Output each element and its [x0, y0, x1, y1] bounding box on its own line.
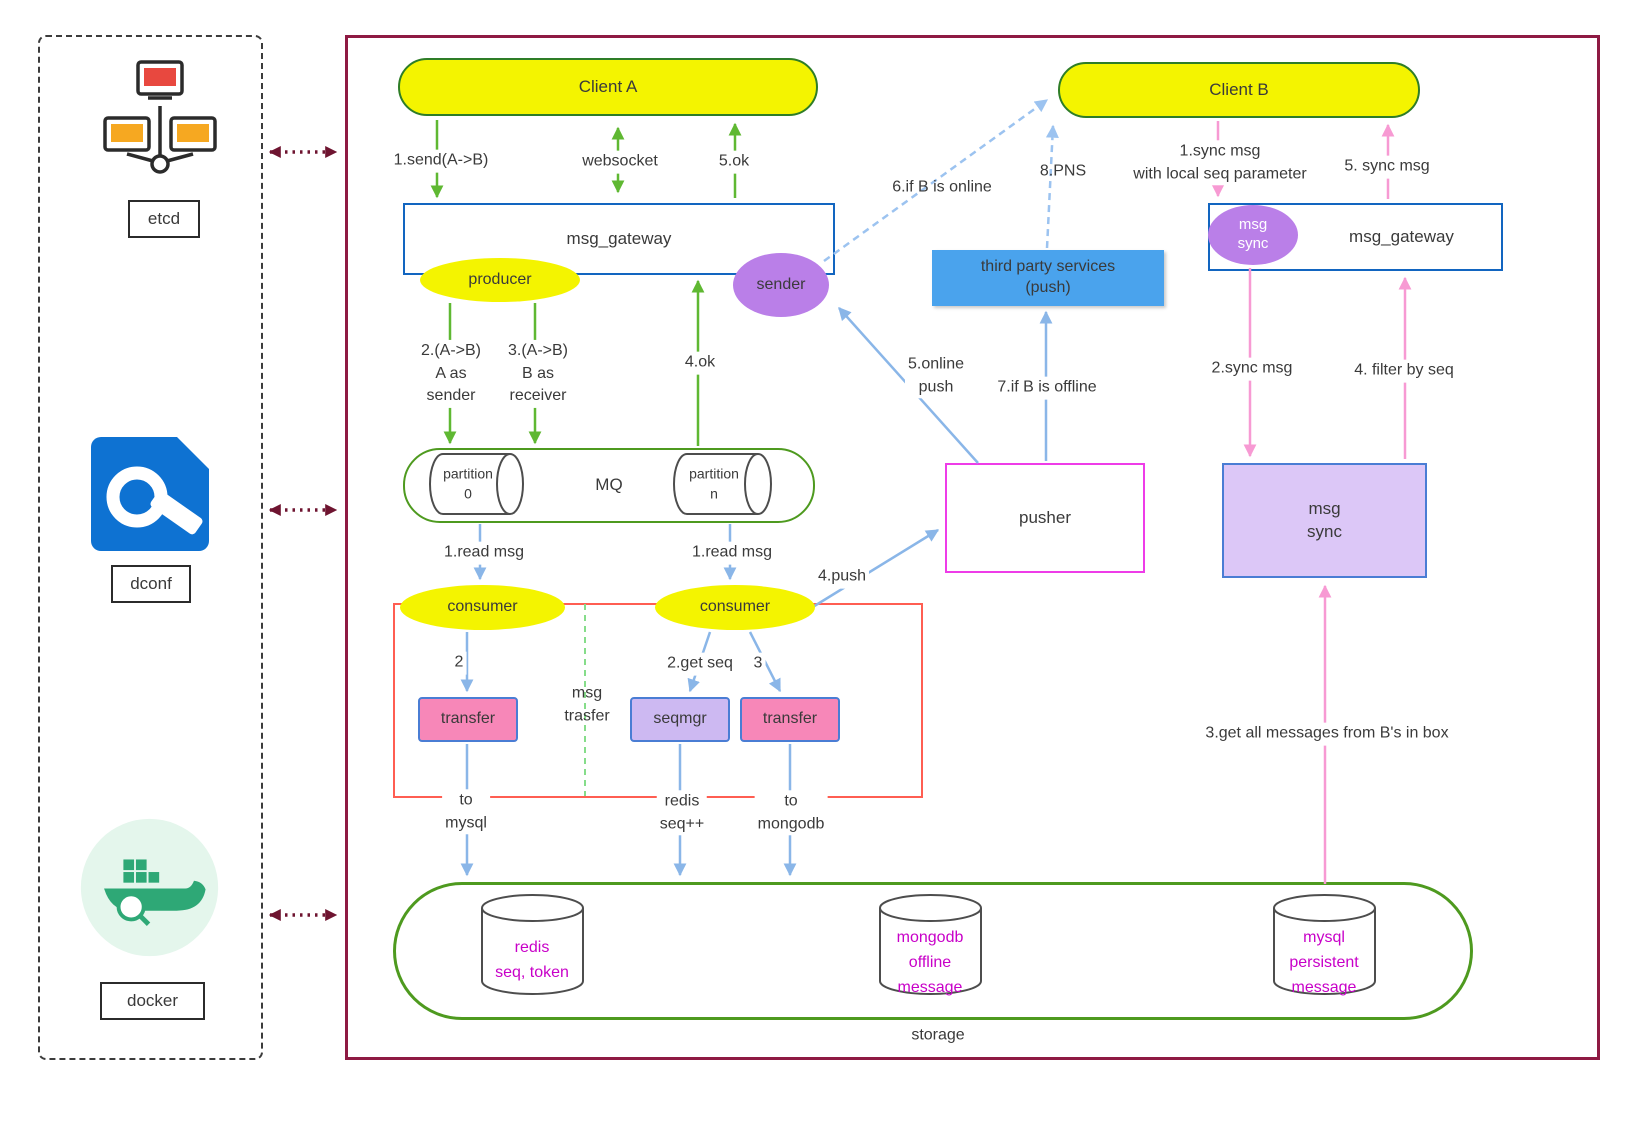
redis-label: redis seq, token — [495, 939, 569, 981]
mysql-cylinder — [1273, 894, 1376, 995]
storage-label: storage — [911, 1026, 965, 1044]
producer-node: producer — [420, 258, 580, 302]
main-system-panel — [345, 35, 1600, 1060]
client-b-node: Client B — [1058, 62, 1420, 118]
edge-label-b-as-receiver: 3.(A->B) B as receiver — [504, 339, 572, 409]
edge-label-online-push: 5.online push — [904, 353, 968, 399]
dconf-label: dconf — [130, 574, 172, 593]
sender-node: sender — [733, 253, 829, 317]
seqmgr-node: seqmgr — [630, 697, 730, 742]
edge-label-websocket: websocket — [579, 150, 661, 174]
dconf-label-box: dconf — [111, 565, 191, 603]
etcd-label-box: etcd — [128, 200, 200, 238]
partition-n-label: partition n — [689, 465, 739, 501]
edge-label-a-as-sender: 2.(A->B) A as sender — [417, 339, 485, 409]
edge-label-if-b-offline: 7.if B is offline — [994, 376, 1100, 400]
edge-label-get-all-msgs: 3.get all messages from B's in box — [1202, 722, 1452, 746]
edge-label-redis-seq: redis seq++ — [656, 790, 708, 836]
docker-label-box: docker — [100, 982, 205, 1020]
edge-label-filter-by-seq: 4. filter by seq — [1351, 359, 1457, 383]
partition-0-cylinder — [429, 453, 524, 515]
etcd-icon — [103, 60, 217, 174]
docker-label: docker — [126, 991, 179, 1010]
consumer-1-node: consumer — [400, 585, 565, 630]
consumer-2-node: consumer — [655, 585, 815, 630]
redis-cylinder — [481, 894, 584, 995]
msg-sync-ellipse-node: msg sync — [1208, 205, 1298, 265]
edge-label-read-msg-left: 1.read msg — [440, 541, 528, 565]
mysql-label: mysql persistent message — [1289, 928, 1359, 996]
edge-label-sync-msg-2: 2.sync msg — [1208, 357, 1296, 381]
edge-label-if-b-online: 6.if B is online — [892, 178, 992, 196]
infrastructure-panel — [38, 35, 263, 1060]
edge-label-to-mysql: to mysql — [442, 789, 490, 835]
transfer-1-node: transfer — [418, 697, 518, 742]
mongodb-label: mongodb offline message — [896, 928, 964, 996]
transfer-2-node: transfer — [740, 697, 840, 742]
edge-label-step3: 3 — [750, 652, 766, 676]
edge-label-step2: 2 — [451, 651, 467, 675]
client-a-node: Client A — [398, 58, 818, 116]
edge-label-pns: 8.PNS — [1039, 162, 1087, 180]
partition-n-cylinder — [673, 453, 772, 515]
edge-label-msg-trasfer: msg trasfer — [564, 684, 610, 724]
edge-label-push4: 4.push — [814, 565, 870, 589]
docker-icon — [80, 818, 219, 957]
edge-label-sync-msg-1: 1.sync msg with local seq parameter — [1130, 140, 1310, 186]
mongodb-cylinder — [879, 894, 982, 995]
edge-label-to-mongodb: to mongodb — [754, 790, 828, 836]
msg-sync-box-node: msg sync — [1222, 463, 1427, 578]
edge-label-sync-msg-5: 5. sync msg — [1341, 155, 1433, 179]
partition-0-label: partition 0 — [443, 465, 493, 501]
edge-label-send-ab: 1.send(A->B) — [390, 149, 492, 173]
pusher-node: pusher — [945, 463, 1145, 573]
third-party-services-node: third party services (push) — [932, 250, 1164, 306]
msg-gateway-b-label: msg_gateway — [1349, 226, 1454, 246]
edge-label-get-seq: 2.get seq — [664, 652, 736, 676]
edge-label-ok4: 4.ok — [681, 351, 719, 375]
dconf-icon — [91, 437, 209, 551]
edge-label-ok5: 5.ok — [715, 150, 753, 174]
edge-label-read-msg-right: 1.read msg — [688, 541, 776, 565]
etcd-label: etcd — [147, 209, 181, 228]
